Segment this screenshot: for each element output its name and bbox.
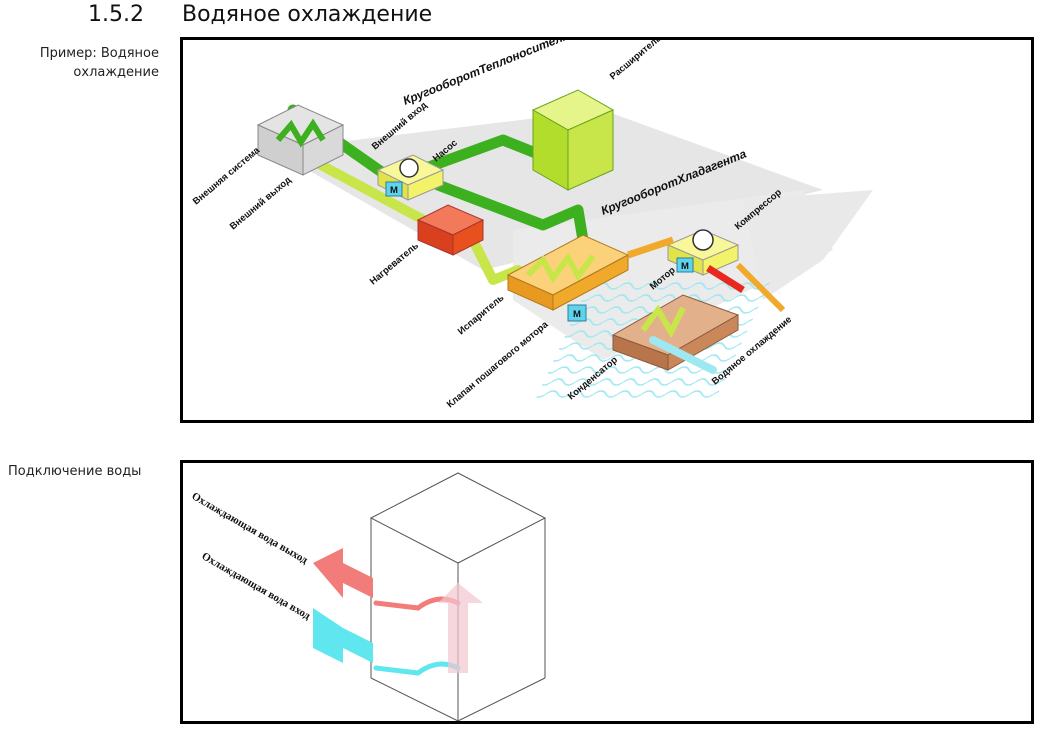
water-cooling-diagram: M M M КругооборотТеплоносителя Расши (183, 40, 1031, 420)
compressor-icon (693, 230, 713, 250)
water-out-arrow (313, 548, 373, 598)
side-label-water-connection: Подключение воды (8, 462, 141, 481)
heading-number: 1.5.2 (88, 2, 144, 27)
expansion-vessel-box (533, 90, 613, 190)
water-connection-diagram: Охлаждающая вода выход Охлаждающая вода … (183, 463, 1031, 721)
inner-flow-arrow (438, 583, 483, 673)
label-heater: Нагреватель (368, 240, 421, 287)
svg-text:M: M (573, 309, 581, 320)
label-evaporator: Испаритель (456, 292, 507, 337)
label-heat-carrier-loop: КругооборотТеплоносителя (401, 40, 571, 108)
label-external-system: Внешняя система (191, 145, 263, 208)
pump-icon (400, 159, 418, 177)
page-title: Водяное охлаждение (182, 2, 432, 27)
svg-text:M: M (390, 185, 398, 196)
label-external-outlet: Внешний выход (228, 175, 294, 233)
water-cooling-diagram-frame: M M M КругооборотТеплоносителя Расши (180, 37, 1034, 423)
svg-text:M: M (681, 261, 689, 272)
water-connection-diagram-frame: Охлаждающая вода выход Охлаждающая вода … (180, 460, 1034, 724)
label-expansion-vessel: Расширительный сосуд (608, 40, 702, 82)
water-in-pipe (376, 664, 458, 673)
water-in-arrow (313, 608, 373, 663)
side-label-example: Пример: Водяное охлаждение (9, 44, 159, 82)
